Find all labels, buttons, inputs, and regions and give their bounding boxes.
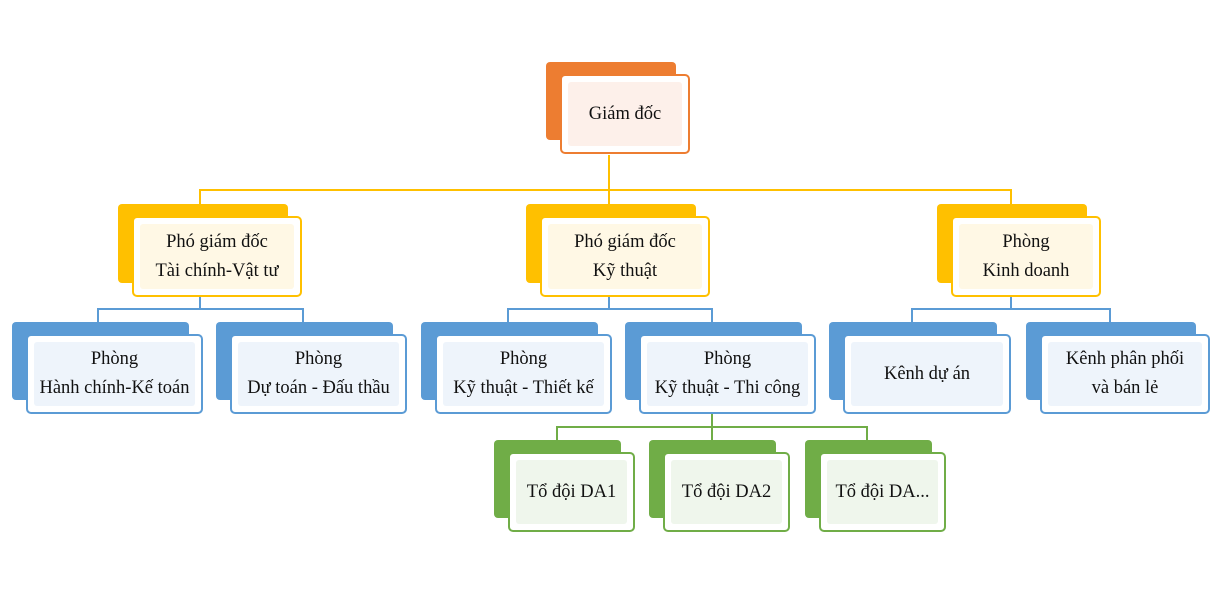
node-label-line: Kênh dự án — [883, 363, 971, 384]
node-card: Tổ đội DA2 — [663, 452, 790, 532]
node-label-line: Kỹ thuật — [592, 260, 658, 281]
node-label: Phòng Dự toán - Đấu thầu — [247, 345, 390, 403]
node-director: Giám đốc — [546, 62, 690, 156]
node-label-line: Phòng — [1002, 231, 1050, 252]
node-card: Giám đốc — [560, 74, 690, 154]
connector-sales-channels — [911, 297, 1111, 322]
node-label-line: Kỹ thuật - Thi công — [654, 378, 801, 398]
node-card: Kênh dự án — [843, 334, 1011, 414]
node-card: Tổ đội DA1 — [508, 452, 635, 532]
node-label-line: Phòng — [703, 349, 752, 369]
node-distribution-retail-channel: Kênh phân phối và bán lẻ — [1026, 322, 1210, 416]
node-label-line: và bán lẻ — [1091, 378, 1159, 398]
node-label-line: Kinh doanh — [982, 260, 1070, 281]
node-card: Tổ đội DA... — [819, 452, 946, 532]
node-label-line: Giám đốc — [588, 103, 662, 124]
node-label-line: Kênh phân phối — [1065, 349, 1185, 369]
node-label-line: Dự toán - Đấu thầu — [247, 378, 390, 398]
node-card: Phòng Kỹ thuật - Thi công — [639, 334, 816, 414]
node-label: Tổ đội DA2 — [682, 478, 771, 507]
node-team-da2: Tổ đội DA2 — [649, 440, 790, 534]
node-label-line: Phòng — [90, 349, 139, 369]
node-label: Kênh dự án — [884, 360, 970, 389]
node-label-line: Hành chính-Kế toán — [39, 378, 190, 398]
node-label-line: Kỹ thuật - Thiết kế — [453, 378, 594, 398]
node-technical-construction-dept: Phòng Kỹ thuật - Thi công — [625, 322, 816, 416]
node-label-line: Tài chính-Vật tư — [155, 260, 279, 281]
node-label: Kênh phân phối và bán lẻ — [1066, 345, 1184, 403]
node-label-line: Tổ đội DA1 — [526, 481, 617, 502]
connector-director-vice-directors — [199, 155, 1012, 216]
node-card: Phòng Dự toán - Đấu thầu — [230, 334, 407, 414]
connector-technical-departments — [507, 297, 713, 322]
node-label-line: Phó giám đốc — [166, 231, 268, 252]
connector-construction-teams — [556, 413, 868, 440]
node-label: Tổ đội DA... — [835, 478, 929, 507]
node-card: Phòng Kỹ thuật - Thiết kế — [435, 334, 612, 414]
node-label-line: Phòng — [294, 349, 343, 369]
node-technical-design-dept: Phòng Kỹ thuật - Thiết kế — [421, 322, 612, 416]
node-label: Giám đốc — [589, 100, 661, 129]
node-label-line: Tổ đội DA... — [835, 481, 930, 502]
node-label-line: Phó giám đốc — [574, 231, 676, 252]
node-estimate-bidding-dept: Phòng Dự toán - Đấu thầu — [216, 322, 407, 416]
node-team-da-more: Tổ đội DA... — [805, 440, 946, 534]
node-label-line: Phòng — [499, 349, 548, 369]
node-label: Tổ đội DA1 — [527, 478, 616, 507]
node-label: Phó giám đốc Kỹ thuật — [574, 228, 676, 286]
node-vice-director-technical: Phó giám đốc Kỹ thuật — [526, 204, 710, 299]
node-label-line: Tổ đội DA2 — [681, 481, 772, 502]
node-card: Phó giám đốc Kỹ thuật — [540, 216, 710, 297]
connector-finance-departments — [97, 297, 304, 322]
node-team-da1: Tổ đội DA1 — [494, 440, 635, 534]
node-project-channel: Kênh dự án — [829, 322, 1011, 416]
node-label: Phòng Kỹ thuật - Thi công — [655, 345, 801, 403]
node-card: Kênh phân phối và bán lẻ — [1040, 334, 1210, 414]
node-label: Phòng Kỹ thuật - Thiết kế — [453, 345, 593, 403]
